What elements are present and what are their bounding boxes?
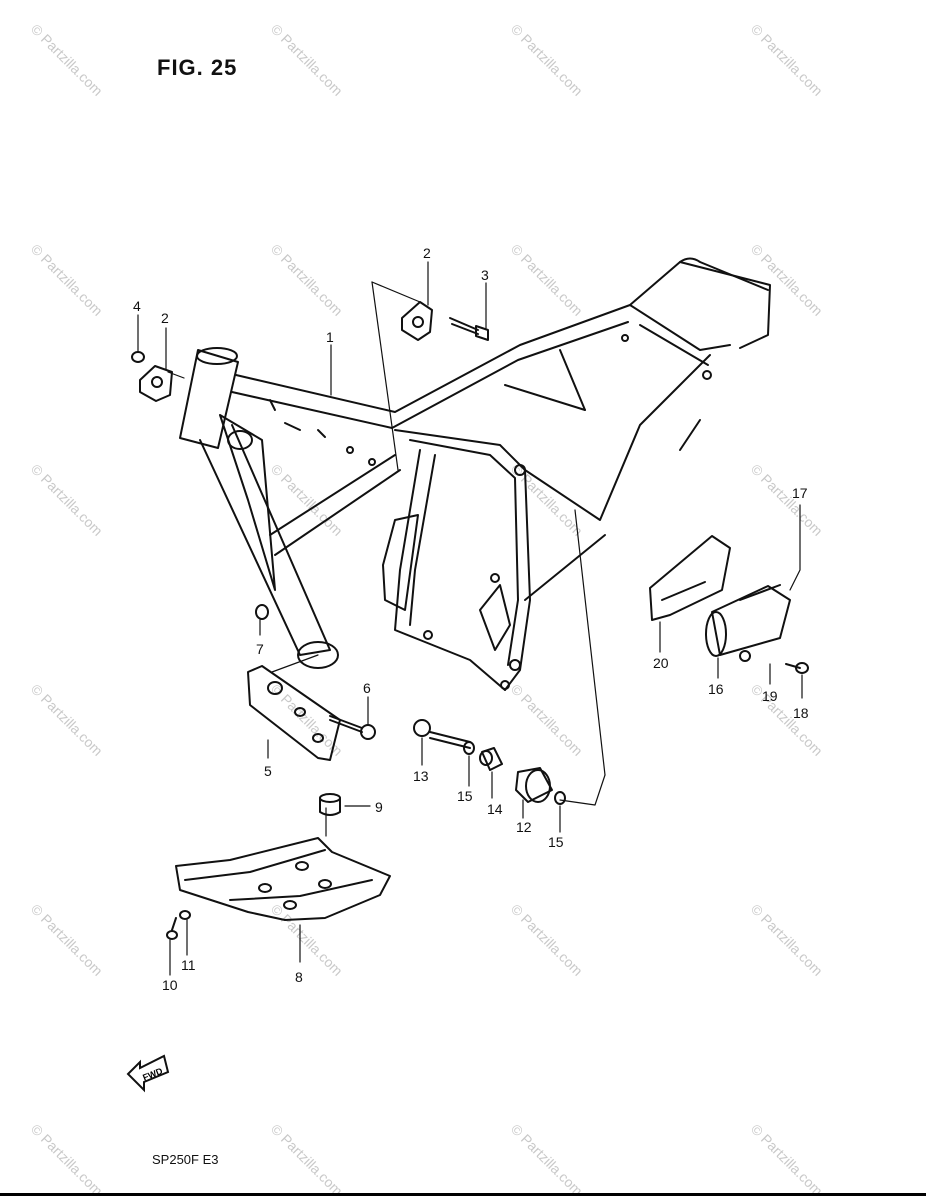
- watermark-text: © Partzilla.com: [28, 901, 106, 979]
- callout-4: 4: [133, 298, 141, 314]
- callout-19: 19: [762, 688, 778, 704]
- callout-11: 11: [181, 957, 196, 973]
- callout-10: 10: [162, 977, 178, 993]
- washer-19: [739, 650, 751, 662]
- bolt-6: [329, 715, 376, 740]
- callout-1: 1: [326, 329, 334, 345]
- bolt-3: [449, 317, 489, 341]
- watermark-text: © Partzilla.com: [748, 241, 826, 319]
- guide-lines: [167, 281, 606, 806]
- watermark-text: © Partzilla.com: [508, 681, 586, 759]
- watermark-text: © Partzilla.com: [748, 901, 826, 979]
- frame-drawing: [179, 257, 771, 691]
- watermark-text: © Partzilla.com: [268, 1121, 346, 1199]
- callout-15: 15: [457, 788, 473, 804]
- callout-6: 6: [363, 680, 371, 696]
- bottom-divider: [0, 1193, 926, 1196]
- leader-lines: [137, 261, 803, 976]
- engine-mount-hardware: [413, 719, 566, 805]
- grommet-9: [319, 793, 341, 816]
- watermark-text: © Partzilla.com: [268, 901, 346, 979]
- battery-box-16-17: [705, 584, 791, 657]
- watermark-text: © Partzilla.com: [508, 461, 586, 539]
- watermark-text: © Partzilla.com: [28, 681, 106, 759]
- callout-7: 7: [256, 641, 264, 657]
- watermark-text: © Partzilla.com: [748, 1121, 826, 1199]
- bolt-washer-10-11: [166, 910, 191, 940]
- skid-plate-8: [175, 837, 391, 921]
- watermark-text: © Partzilla.com: [748, 21, 826, 99]
- callout-3: 3: [481, 267, 489, 283]
- watermark-text: © Partzilla.com: [748, 681, 826, 759]
- watermark-text: © Partzilla.com: [508, 21, 586, 99]
- callout-labels: 1 2 2 3 4 5 6 7 8 9 10 11 12 13 14 15 15…: [133, 245, 809, 993]
- nut-7: [255, 604, 269, 620]
- callout-9: 9: [375, 799, 383, 815]
- callout-12: 12: [516, 819, 532, 835]
- watermark-text: © Partzilla.com: [28, 21, 106, 99]
- watermark-text: © Partzilla.com: [28, 241, 106, 319]
- callout-13: 13: [413, 768, 429, 784]
- callout-20: 20: [653, 655, 669, 671]
- callout-16: 16: [708, 681, 724, 697]
- callout-8: 8: [295, 969, 303, 985]
- callout-14: 14: [487, 801, 503, 817]
- callout-18: 18: [793, 705, 809, 721]
- watermark-text: © Partzilla.com: [748, 461, 826, 539]
- watermark-text: © Partzilla.com: [268, 21, 346, 99]
- watermark-text: © Partzilla.com: [28, 461, 106, 539]
- watermark-text: © Partzilla.com: [508, 1121, 586, 1199]
- callout-2: 2: [423, 245, 431, 261]
- fwd-arrow-icon: FWD: [126, 1054, 170, 1093]
- watermark-text: © Partzilla.com: [268, 461, 346, 539]
- figure-title: FIG. 25: [157, 55, 238, 80]
- side-cover-20: [649, 535, 731, 621]
- callout-2: 2: [161, 310, 169, 326]
- watermark-text: © Partzilla.com: [268, 241, 346, 319]
- callout-5: 5: [264, 763, 272, 779]
- bolt-18: [785, 662, 809, 674]
- nut-4: [131, 351, 145, 363]
- mount-plate-2: [139, 301, 433, 402]
- watermark-text: © Partzilla.com: [28, 1121, 106, 1199]
- callout-15: 15: [548, 834, 564, 850]
- watermark-layer: © Partzilla.com © Partzilla.com © Partzill…: [28, 21, 826, 1199]
- watermark-text: © Partzilla.com: [508, 901, 586, 979]
- model-code: SP250F E3: [152, 1152, 219, 1167]
- bracket-5: [247, 665, 341, 761]
- watermark-text: © Partzilla.com: [508, 241, 586, 319]
- callout-17: 17: [792, 485, 808, 501]
